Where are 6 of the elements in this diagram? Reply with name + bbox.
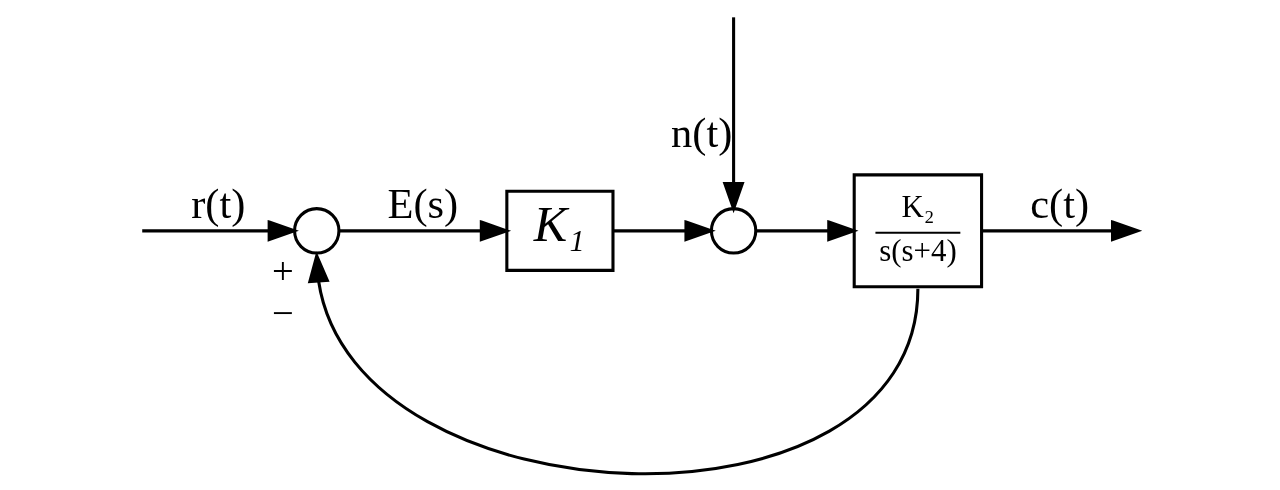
edge-label: c(t): [1030, 180, 1090, 228]
node-label: +: [272, 249, 294, 292]
node-label: −: [272, 292, 294, 335]
edge-label: n(t): [671, 109, 733, 157]
edge-label: E(s): [387, 180, 459, 228]
edge-label: r(t): [191, 180, 246, 228]
